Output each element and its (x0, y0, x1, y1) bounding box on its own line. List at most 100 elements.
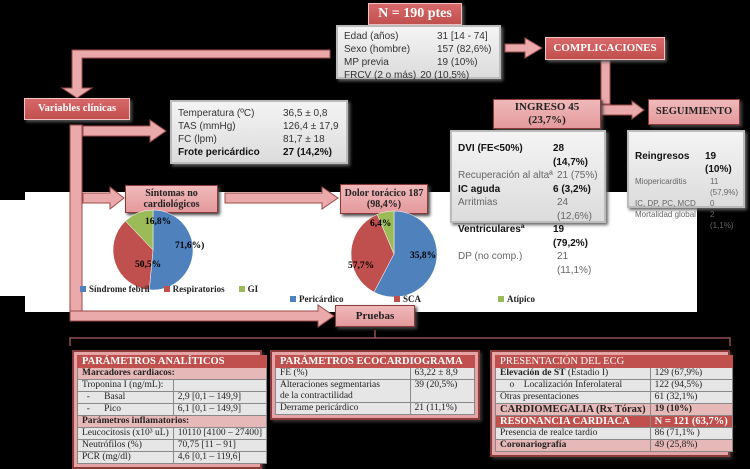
row-value: 20 (10,5%) (420, 70, 470, 81)
arrow-to-clinical (82, 119, 167, 143)
legend-swatch (498, 296, 504, 302)
realce-label: Presencia de realce tardío (495, 427, 651, 440)
inferolateral-value: 122 (94,5%) (649, 379, 733, 392)
neutrofilos-value: 70,75 [11 – 91] (172, 439, 268, 452)
row-value: 21 (75%) (557, 170, 598, 181)
row-value: 19 (10%) (705, 151, 732, 175)
coronariografia-label: Coronariografía (495, 439, 651, 452)
legend-item: Síndrome febril (80, 284, 150, 294)
ingreso-title: INGRESO 45 (514, 101, 580, 114)
legend-swatch (290, 296, 296, 302)
double-arrow (589, 100, 645, 120)
data-row: Reingresos 19 (10%) (635, 150, 737, 176)
legend-label: Síndrome febril (89, 284, 150, 294)
legend-item: SCA (394, 294, 498, 304)
legend-item: Pericárdico (290, 294, 394, 304)
data-row: Sexo (hombre) 157 (82,6%) (344, 43, 493, 56)
arrow-to-variables (60, 49, 331, 99)
bracket (69, 330, 731, 346)
data-row: Temperatura (ºC)36,5 ± 0,8 (178, 107, 340, 120)
complicaciones-box: COMPLICACIONES (545, 37, 665, 60)
pie-data-label: 50,5% (135, 260, 161, 270)
row-label: MP previa (344, 57, 389, 68)
demographics-box: Edad (años)31 [14 - 74]Sexo (hombre) 157 … (336, 25, 501, 82)
realce-value: 86 (71,1% ) (649, 427, 733, 440)
legend-label: GI (247, 284, 259, 294)
data-row: DP (no comp.) 21 (11,1%) (458, 250, 598, 277)
pruebas-box: Pruebas (335, 305, 415, 327)
legend-swatch (163, 286, 170, 292)
seguimiento-box: SEGUIMIENTO (648, 99, 740, 125)
row-value: 24 (12,6%) (557, 197, 593, 222)
pie-data-label: 35,8% (410, 251, 436, 261)
sintomas-box: Síntomas no cardiológicos (125, 185, 218, 213)
marcadores-subheader: Marcadores cardiacos: (76, 367, 268, 380)
legend-item: GI (238, 284, 259, 294)
legend-label: Respiratorios (172, 284, 225, 294)
pcr-label: PCR (mg/dl) (77, 451, 174, 464)
cardiomegalia-label: CARDIOMEGALIA (Rx Tórax) (495, 403, 651, 416)
white-panel-left (0, 200, 30, 296)
data-row: DVI (FE<50%)28 (14,7%) (458, 142, 598, 169)
leucocitosis-value: 10110 [4100 – 27400] (172, 427, 268, 440)
arrow-to-dolor (224, 186, 339, 210)
row-value: 0 (710, 199, 715, 208)
resonancia-label: RESONANCIA CARDIACA (495, 415, 651, 428)
legend-label: SCA (403, 294, 422, 304)
legend-swatch (80, 286, 86, 292)
analiticos-table: PARÁMETROS ANALÍTICOS Marcadores cardiac… (72, 350, 268, 469)
ingreso-percent: (23,7%) (528, 114, 566, 126)
pie-slice-sca (350, 214, 395, 293)
data-row: Edad (años)31 [14 - 74] (344, 30, 493, 43)
row-label: Ventricularesª (458, 224, 525, 235)
row-label: Sexo (hombre) (344, 44, 411, 55)
data-row: MP previa 19 (10%) (344, 56, 493, 69)
dolor-title: Dolor torácico 187 (344, 187, 424, 199)
st-label: Elevación de ST (Estadio I) (495, 367, 651, 380)
row-value: 126,4 ± 17,9 (283, 121, 339, 132)
row-value: 2 (1,1%) (710, 210, 734, 230)
row-value: 157 (82,6%) (437, 44, 492, 55)
row-label: DP (no comp.) (458, 251, 523, 262)
pie-slice-gi (125, 209, 154, 251)
dolor-percent: (98,4%) (366, 199, 402, 210)
pcr-value: 4,6 [0,1 – 119,6] (172, 451, 268, 464)
row-label: IC aguda (458, 183, 501, 195)
row-value: 31 [14 - 74] (437, 31, 488, 42)
basal-value: 2,9 [0,1 – 149,9] (172, 391, 268, 404)
arrow-to-complicaciones (504, 37, 543, 59)
eco-table: PARÁMETROS ECOCARDIOGRAMA FE (%)63,22 ± … (270, 350, 480, 420)
row-label: Mortalidad global (635, 210, 696, 219)
coronariografia-value: 49 (25,8%) (649, 439, 733, 452)
connector-complicaciones-down (600, 59, 611, 105)
data-row: Arritmias 24 (12,6%) (458, 196, 598, 223)
connector-arrows (60, 37, 731, 346)
row-label: FC (lpm) (178, 134, 217, 145)
contractilidad-label: de la contractilidad (275, 391, 411, 403)
row-value: 21 (11,1%) (557, 251, 592, 276)
pico-value: 6,1 [0,1 – 149,9] (172, 403, 268, 416)
legend-item: Atípico (498, 294, 535, 304)
data-row: FRCV (2 o más)20 (10,5%) (344, 69, 493, 82)
row-value: 19 (10%) (437, 57, 478, 68)
legend-sintomas: Síndrome febril Respiratorios GI (80, 284, 258, 294)
row-label: Arritmias (458, 197, 498, 208)
pie-data-label: 16,8% (145, 217, 171, 227)
legend-dolor: Pericárdico SCA Atípico (290, 294, 535, 304)
alteraciones-label: Alteraciones segmentarias (275, 379, 411, 391)
pie-slice-respiratorios (112, 220, 154, 291)
inferolateral-label: o Localización Inferolateral (495, 379, 651, 392)
row-value: 81,7 ± 18 (283, 134, 325, 145)
pico-label: - Pico (77, 403, 174, 416)
row-label: Reingresos (635, 151, 690, 162)
fe-label: FE (%) (275, 367, 411, 380)
fe-value: 63,22 ± 8,9 (409, 367, 476, 380)
otras-value: 61 (32,1%) (649, 391, 733, 404)
